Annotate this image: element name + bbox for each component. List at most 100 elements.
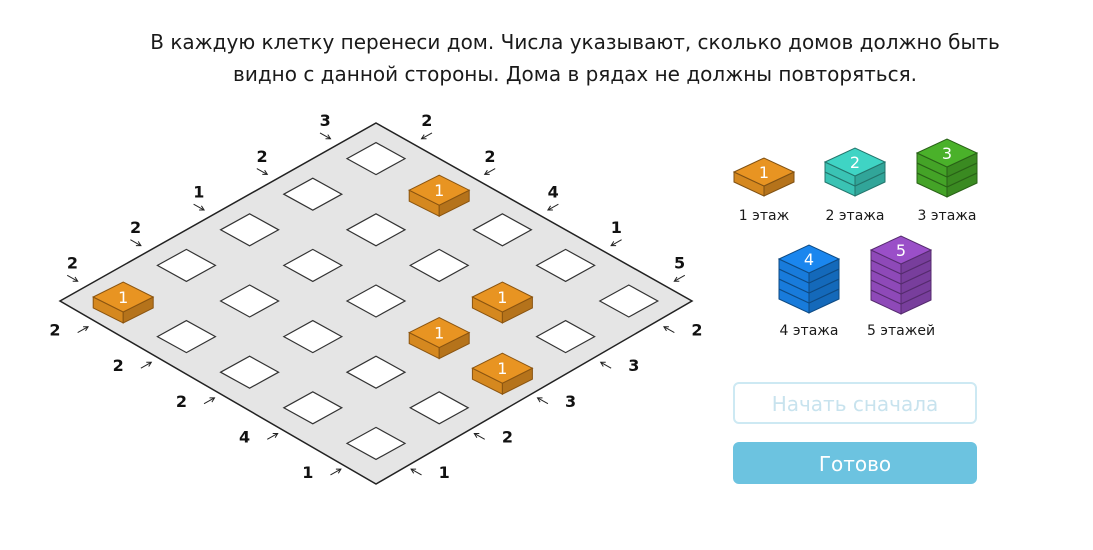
palette-house-shape[interactable]: 4	[777, 244, 841, 314]
clue-arrow-head	[410, 468, 417, 474]
clue-bottom_right: 3	[599, 356, 639, 375]
clue-arrow-head	[663, 326, 669, 332]
placed-house[interactable]: 1	[471, 281, 534, 324]
clue-number: 2	[113, 356, 124, 375]
clue-arrow	[330, 468, 342, 476]
board-cell[interactable]	[282, 391, 344, 425]
board-cell[interactable]	[598, 284, 660, 318]
house-top-face	[869, 235, 933, 265]
done-button[interactable]: Готово	[733, 442, 977, 484]
house-top-face	[471, 281, 534, 313]
house-number: 1	[118, 288, 128, 307]
clue-bottom_left: 1	[302, 463, 342, 482]
board-cell[interactable]	[345, 213, 407, 247]
palette-house-shape[interactable]: 2	[823, 147, 887, 197]
placed-house[interactable]: 1	[471, 352, 534, 396]
palette-house-shape[interactable]: 3	[915, 138, 979, 198]
clue-bottom_left: 2	[49, 321, 89, 340]
clue-number: 4	[548, 182, 559, 201]
board-cell[interactable]	[156, 319, 217, 354]
clue-number: 2	[67, 254, 78, 273]
board-cell[interactable]	[345, 284, 407, 318]
house-number: 1	[497, 359, 507, 378]
clue-top_right: 2	[420, 111, 432, 140]
house-top-face	[471, 352, 534, 384]
clue-arrow-head	[599, 361, 606, 367]
clue-arrow-head	[673, 276, 680, 282]
clue-number: 2	[691, 321, 702, 340]
house-top-face	[732, 157, 796, 187]
instruction-line-1: В каждую клетку перенеси дом. Числа указ…	[150, 30, 1000, 54]
clue-top_right: 1	[610, 218, 622, 247]
palette-label-5: 5 этажей	[866, 323, 936, 339]
board-cell[interactable]	[408, 391, 470, 425]
clue-number: 2	[484, 147, 495, 166]
palette-label-2: 2 этажа	[825, 208, 885, 224]
clue-number: 2	[256, 147, 267, 166]
board-cell[interactable]	[282, 248, 344, 283]
palette-house-shape[interactable]: 5	[869, 235, 933, 315]
palette-label-1: 1 этаж	[738, 208, 790, 224]
house-number: 3	[942, 144, 952, 163]
house-number: 1	[497, 288, 507, 307]
board-cell[interactable]	[282, 177, 344, 211]
palette-house-shape[interactable]: 1	[732, 157, 796, 197]
clue-top_left: 3	[319, 111, 332, 140]
clue-bottom_right: 3	[536, 392, 576, 411]
clue-number: 3	[320, 111, 331, 130]
clue-top_right: 2	[483, 147, 496, 175]
restart-button[interactable]: Начать сначала	[733, 382, 977, 424]
clue-number: 2	[421, 111, 432, 130]
clue-arrow-head	[546, 205, 553, 211]
clue-arrow-head	[199, 205, 206, 211]
clue-arrow	[547, 203, 559, 211]
board-cell[interactable]	[156, 248, 217, 283]
board-cell[interactable]	[345, 141, 407, 176]
palette-house-3[interactable]: 3	[902, 133, 992, 243]
clue-arrow-head	[325, 134, 332, 140]
placed-house[interactable]: 1	[92, 281, 155, 324]
clue-arrow-head	[83, 326, 89, 332]
clue-arrow-head	[272, 433, 279, 438]
instruction-line-2: видно с данной стороны. Дома в рядах не …	[233, 62, 917, 86]
house-top-face	[92, 281, 155, 313]
board-cell[interactable]	[345, 355, 407, 389]
house-number: 1	[759, 163, 769, 182]
board-cell[interactable]	[345, 426, 407, 461]
clue-number: 3	[628, 356, 639, 375]
clue-arrow-head	[610, 241, 617, 247]
house-number: 1	[434, 181, 444, 200]
clue-top_left: 1	[193, 182, 206, 211]
house-top-face	[823, 147, 887, 177]
clue-bottom_left: 2	[176, 392, 216, 411]
board-cell[interactable]	[472, 213, 533, 247]
clue-bottom_right: 2	[663, 321, 703, 340]
palette-house-4[interactable]: 4	[764, 239, 854, 349]
board-cell[interactable]	[408, 248, 470, 283]
board-cell[interactable]	[282, 319, 344, 354]
clue-bottom_left: 2	[113, 356, 153, 375]
board-cell[interactable]	[219, 355, 280, 389]
board-cell[interactable]	[535, 248, 596, 283]
clue-number: 2	[49, 321, 60, 340]
board-cell[interactable]	[219, 284, 280, 318]
board-cell[interactable]	[535, 319, 596, 354]
clue-arrow	[537, 397, 549, 405]
clue-arrow	[77, 326, 89, 333]
clue-arrow-head	[146, 361, 153, 367]
clue-top_left: 2	[130, 218, 142, 247]
house-number: 2	[850, 153, 860, 172]
palette-house-5[interactable]: 5	[856, 230, 946, 340]
clue-arrow-head	[72, 276, 79, 282]
house-top-face	[408, 317, 471, 349]
palette-house-2[interactable]: 2	[810, 142, 900, 252]
clue-number: 1	[439, 463, 450, 482]
placed-house[interactable]: 1	[408, 317, 471, 360]
clue-arrow	[319, 132, 331, 140]
palette-house-1[interactable]: 1	[719, 152, 809, 262]
board-cell[interactable]	[219, 213, 280, 247]
placed-house[interactable]: 1	[408, 174, 471, 218]
clue-number: 1	[302, 463, 313, 482]
clue-number: 3	[565, 392, 576, 411]
